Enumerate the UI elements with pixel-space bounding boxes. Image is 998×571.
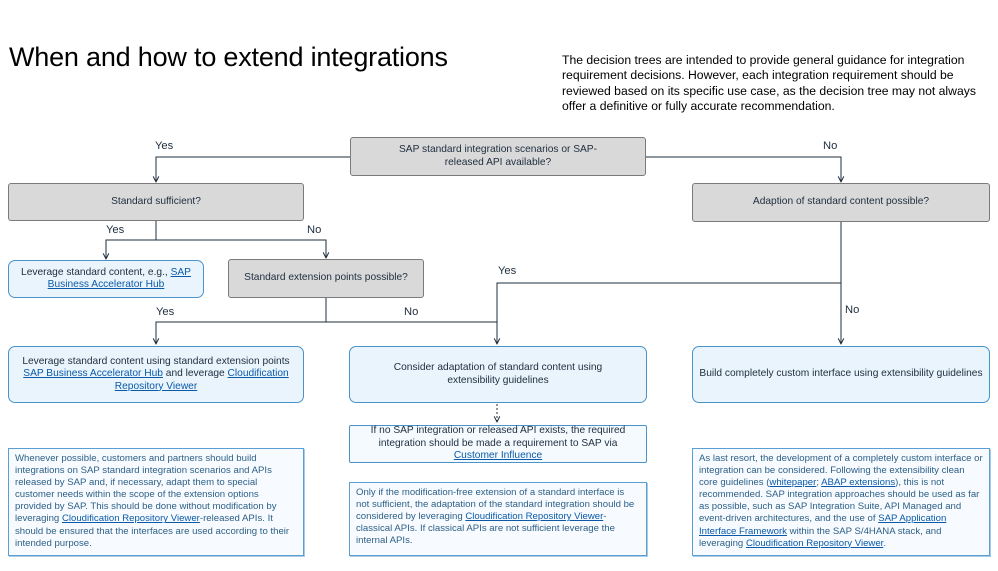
edge-extension-no [326,321,497,344]
node-leverage-standard: Leverage standard content, e.g., SAP Bus… [8,260,204,298]
edge-adaption-yes [496,222,842,322]
note-right: As last resort, the development of a com… [692,448,990,556]
edge-root-yes [156,156,350,182]
edge-sufficient-no [156,239,326,258]
link-accelerator-hub-2[interactable]: SAP Business Accelerator Hub [23,368,163,380]
link-cloudification-viewer[interactable]: Cloudification Repository Viewer [114,368,289,392]
edge-extension-yes [156,298,327,344]
intro-text: The decision trees are intended to provi… [562,53,976,113]
link-whitepaper[interactable]: whitepaper [769,477,817,489]
link-abap-extensions[interactable]: ABAP extensions [821,477,896,489]
node-consider-adaptation: Consider adaptation of standard content … [349,346,647,403]
node-extension-points: Standard extension points possible? [228,259,424,298]
link-customer-influence[interactable]: Customer Influence [453,450,543,462]
node-adaption-possible: Adaption of standard content possible? [692,183,990,222]
node-root-question: SAP standard integration scenarios or SA… [350,137,646,176]
label-adaption-no: No [845,304,860,316]
link-accelerator-hub[interactable]: SAP Business Accelerator Hub [47,266,191,291]
node-standard-sufficient: Standard sufficient? [8,183,304,221]
edge-sufficient-yes [106,221,157,259]
link-aif[interactable]: SAP Application Interface Framework [699,513,947,537]
label-sufficient-yes: Yes [106,224,125,236]
link-cloudification-viewer-middle[interactable]: Cloudification Repository Viewer [465,511,604,523]
edge-root-no [646,156,841,182]
link-cloudification-viewer-right[interactable]: Cloudification Repository Viewer [745,537,884,549]
node-leverage-extension-points: Leverage standard content using standard… [8,346,304,403]
label-root-no: No [823,140,838,152]
node-build-custom: Build completely custom interface using … [692,346,990,403]
note-left: Whenever possible, customers and partner… [8,448,304,556]
link-cloudification-viewer-left[interactable]: Cloudification Repository Viewer [61,513,200,525]
label-adaption-yes: Yes [498,265,517,277]
label-root-yes: Yes [155,140,174,152]
label-extension-yes: Yes [156,306,175,318]
page-title: When and how to extend integrations [9,42,448,72]
note-middle: Only if the modification-free extension … [349,482,647,556]
label-extension-no: No [404,306,419,318]
node-no-api: If no SAP integration or released API ex… [349,425,647,463]
label-sufficient-no: No [307,224,322,236]
